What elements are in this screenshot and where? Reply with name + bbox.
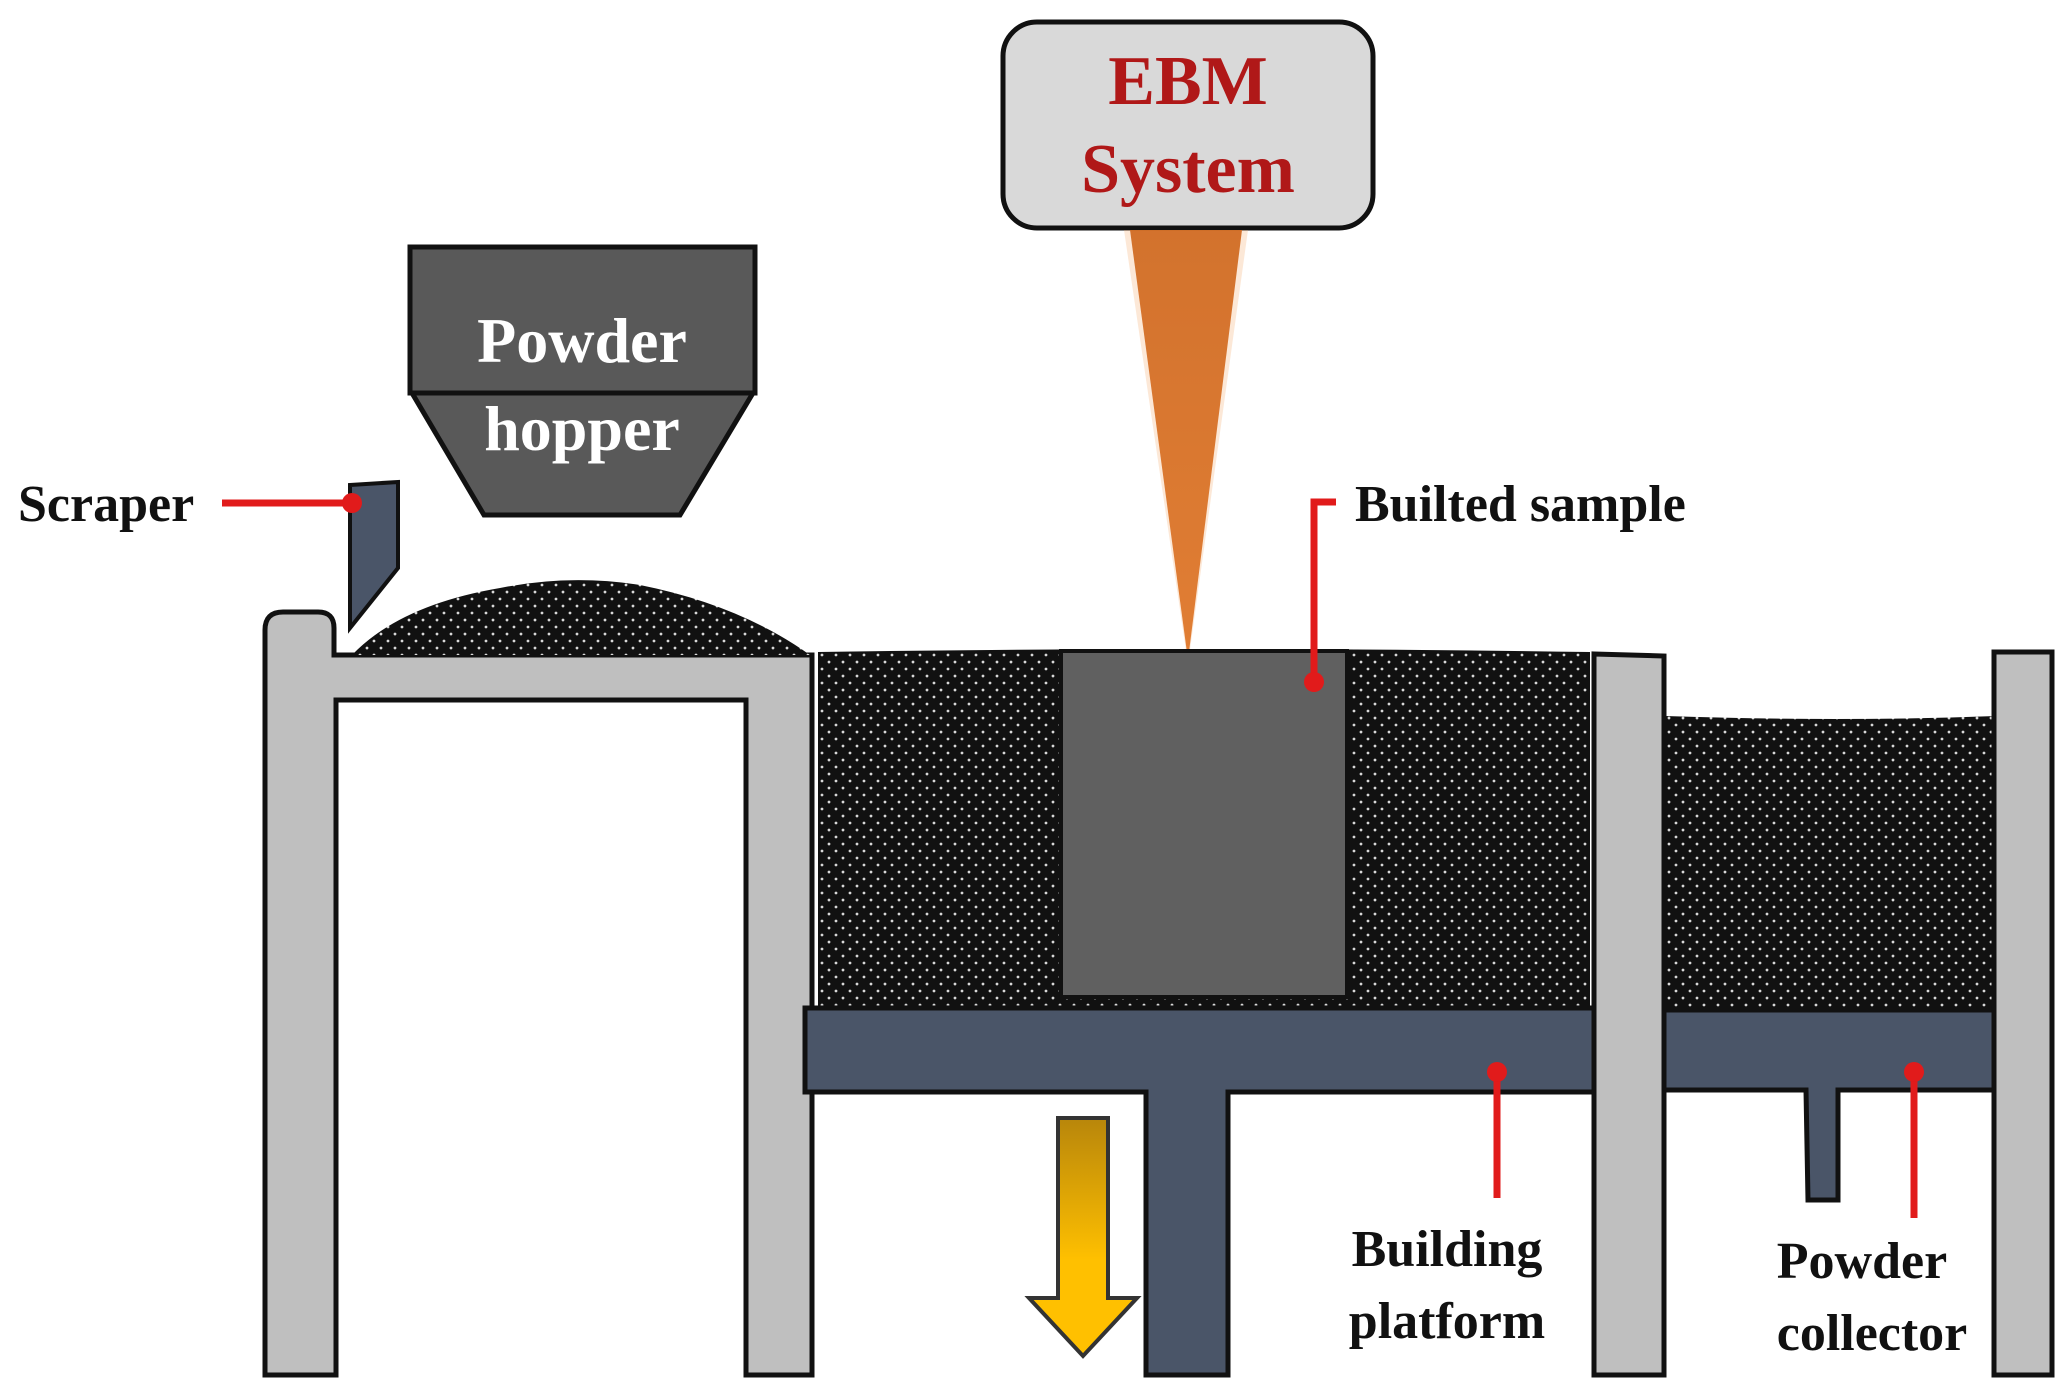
building-platform-label-line1: Building bbox=[1352, 1221, 1543, 1278]
collector-plate bbox=[1661, 1007, 1999, 1203]
electron-beam-glow bbox=[1124, 230, 1248, 664]
building-platform-label-line2: platform bbox=[1349, 1293, 1545, 1350]
powder-collector-label-line2: collector bbox=[1777, 1305, 1968, 1362]
divider-wall bbox=[1591, 651, 1667, 1378]
scraper-leader-dot bbox=[342, 493, 362, 513]
sample-leader bbox=[1310, 498, 1336, 682]
scraper-label: Scraper bbox=[18, 476, 194, 533]
electron-beam bbox=[1130, 230, 1242, 660]
feed-frame bbox=[262, 609, 815, 1378]
hopper-label-line2: hopper bbox=[484, 393, 680, 464]
platform-leader-dot bbox=[1487, 1062, 1507, 1082]
powder-hopper: Powder hopper bbox=[407, 244, 758, 518]
hopper-label-line1: Powder bbox=[477, 305, 687, 376]
powder-mound bbox=[352, 580, 810, 655]
sample-leader-dot bbox=[1304, 672, 1324, 692]
system-label: System bbox=[1081, 131, 1295, 208]
powder-collector-label-line1: Powder bbox=[1777, 1233, 1947, 1290]
ebm-system-box: EBM System bbox=[1000, 19, 1376, 231]
built-sample bbox=[1059, 649, 1349, 999]
builted-sample-label: Builted sample bbox=[1355, 476, 1686, 533]
ebm-label: EBM bbox=[1108, 43, 1267, 120]
collector-right-wall bbox=[1991, 649, 2055, 1378]
down-arrow bbox=[1024, 1116, 1142, 1359]
collector-powder bbox=[1665, 716, 1996, 1010]
collector-leader-dot bbox=[1904, 1062, 1924, 1082]
scraper bbox=[348, 479, 400, 634]
